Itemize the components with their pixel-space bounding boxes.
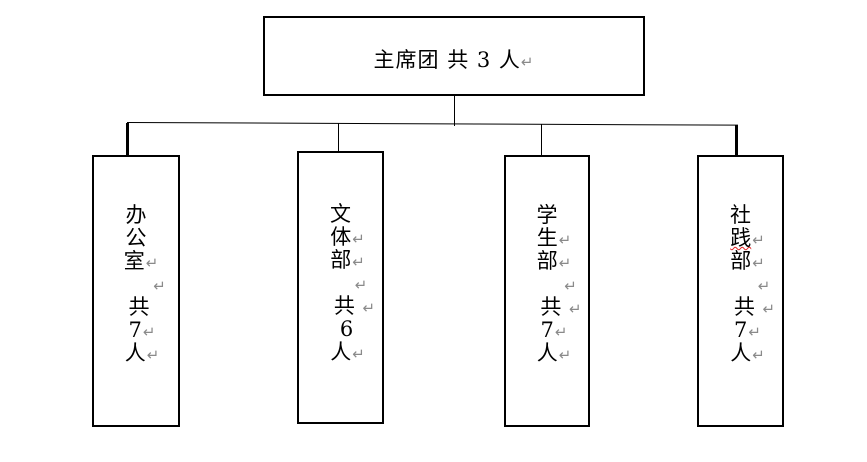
department-box-practice: 社 践↵ 部↵ ↵ 共 ↵ 7↵ 人↵: [697, 155, 784, 427]
presidium-label: 主席团 共 3 人: [373, 48, 521, 72]
branch-connector-4: [735, 125, 738, 156]
branch-connector-3: [541, 124, 542, 156]
paragraph-mark-icon: ↵: [757, 277, 771, 295]
branch-connector-1: [126, 123, 129, 156]
paragraph-mark-icon: ↵: [569, 300, 582, 318]
department-text: 文 体↵ 部↵ ↵ 共 ↵ 6 人↵: [299, 203, 382, 364]
name-char: 文: [330, 202, 351, 226]
paragraph-mark-icon: ↵: [554, 323, 568, 341]
paragraph-mark-icon: ↵: [752, 346, 765, 364]
horizontal-connector: [126, 122, 738, 126]
name-char: 部: [730, 249, 752, 273]
name-char: 社: [730, 203, 751, 227]
count-char: 6: [339, 317, 354, 341]
name-char: 体: [330, 225, 352, 249]
count-char: 7: [128, 318, 142, 342]
paragraph-mark-icon: ↵: [558, 346, 572, 364]
paragraph-mark-icon: ↵: [146, 346, 160, 364]
department-text: 学 生↵ 部↵ ↵ 共 ↵ 7↵ 人↵: [506, 204, 588, 365]
paragraph-mark-icon: ↵: [145, 254, 159, 272]
count-char: 共: [733, 295, 755, 319]
paragraph-mark-icon: ↵: [520, 53, 535, 71]
department-box-culture-sports: 文 体↵ 部↵ ↵ 共 ↵ 6 人↵: [297, 151, 384, 424]
count-char: 7: [734, 318, 748, 342]
count-char: 人: [124, 341, 146, 365]
paragraph-mark-icon: ↵: [352, 253, 365, 271]
name-char: 学: [536, 203, 558, 227]
paragraph-mark-icon: ↵: [558, 254, 572, 272]
count-char: 共: [540, 295, 562, 319]
department-box-students: 学 生↵ 部↵ ↵ 共 ↵ 7↵ 人↵: [504, 155, 590, 427]
paragraph-mark-icon: ↵: [752, 254, 765, 272]
paragraph-mark-icon: ↵: [558, 231, 572, 249]
name-char: 部: [330, 248, 352, 272]
presidium-label-line: 主席团 共 3 人↵: [265, 44, 643, 74]
name-char-spellcheck: 践: [730, 226, 752, 250]
count-char: 人: [536, 341, 558, 365]
count-char: 人: [730, 341, 752, 365]
paragraph-mark-icon: ↵: [153, 277, 166, 295]
department-text: 办 公 室↵ ↵ 共 7↵ 人↵: [94, 204, 178, 365]
name-char: 室: [123, 249, 145, 273]
name-char: 办: [125, 203, 147, 227]
trunk-connector: [454, 96, 455, 126]
paragraph-mark-icon: ↵: [362, 299, 376, 317]
paragraph-mark-icon: ↵: [564, 277, 577, 295]
name-char: 生: [536, 226, 558, 250]
paragraph-mark-icon: ↵: [354, 276, 368, 294]
presidium-box: 主席团 共 3 人↵: [263, 16, 645, 96]
paragraph-mark-icon: ↵: [352, 345, 365, 363]
count-char: 共: [128, 295, 150, 319]
department-box-office: 办 公 室↵ ↵ 共 7↵ 人↵: [92, 155, 180, 427]
branch-connector-2: [338, 123, 339, 152]
count-char: 人: [330, 340, 352, 364]
name-char: 部: [536, 249, 558, 273]
department-text: 社 践↵ 部↵ ↵ 共 ↵ 7↵ 人↵: [699, 204, 782, 365]
count-char: 共: [333, 294, 355, 318]
paragraph-mark-icon: ↵: [762, 300, 776, 318]
paragraph-mark-icon: ↵: [142, 323, 156, 341]
paragraph-mark-icon: ↵: [748, 323, 761, 341]
paragraph-mark-icon: ↵: [352, 230, 365, 248]
count-char: 7: [540, 318, 554, 342]
paragraph-mark-icon: ↵: [752, 231, 765, 249]
name-char: 公: [125, 226, 147, 250]
